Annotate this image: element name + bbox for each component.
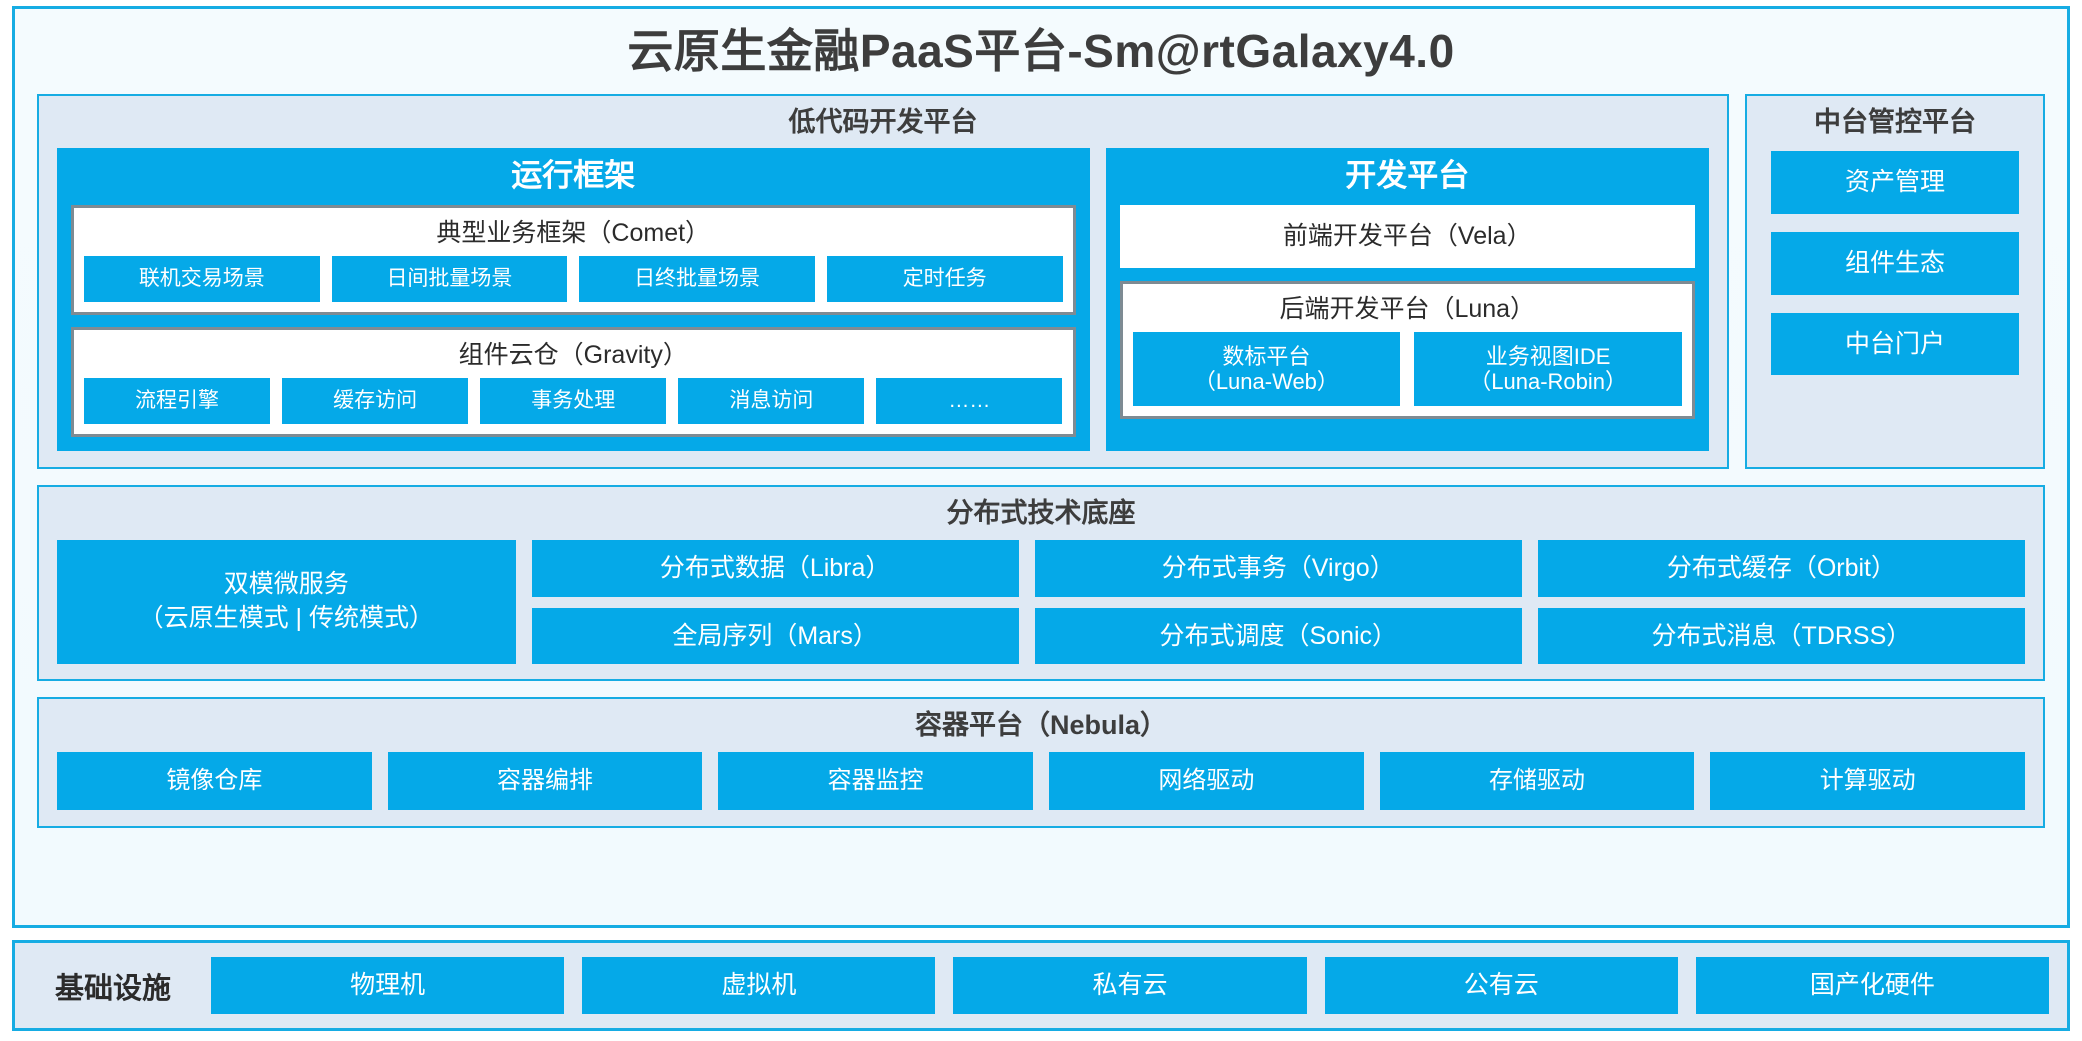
gravity-group: 组件云仓（Gravity） 流程引擎 缓存访问 事务处理 消息访问 ……: [71, 327, 1076, 438]
btn-component-ecosystem[interactable]: 组件生态: [1771, 231, 2019, 295]
luna-chip-row: 数标平台（Luna-Web） 业务视图IDE（Luna-Robin）: [1132, 331, 1682, 407]
runtime-framework-block: 运行框架 典型业务框架（Comet） 联机交易场景 日间批量场景 日终批量场景 …: [57, 148, 1090, 452]
luna-group-title: 后端开发平台（Luna）: [1279, 295, 1536, 324]
gravity-chip-row: 流程引擎 缓存访问 事务处理 消息访问 ……: [84, 377, 1063, 425]
chip-scheduled-task[interactable]: 定时任务: [826, 256, 1063, 303]
lowcode-panel: 低代码开发平台 运行框架 典型业务框架（Comet） 联机交易场景 日间批量场景…: [37, 93, 1729, 470]
comet-chip-row: 联机交易场景 日间批量场景 日终批量场景 定时任务: [84, 256, 1063, 303]
top-section-row: 低代码开发平台 运行框架 典型业务框架（Comet） 联机交易场景 日间批量场景…: [15, 93, 2067, 470]
comet-group-title: 典型业务框架（Comet）: [436, 219, 711, 248]
distributed-base-panel: 分布式技术底座 双模微服务（云原生模式 | 传统模式） 分布式数据（Libra）…: [37, 485, 2045, 682]
cell-global-sequence-mars[interactable]: 全局序列（Mars）: [531, 607, 1019, 665]
container-platform-row: 镜像仓库 容器编排 容器监控 网络驱动 存储驱动 计算驱动: [39, 751, 2043, 826]
distributed-column-2: 分布式事务（Virgo） 分布式调度（Sonic）: [1034, 539, 1522, 665]
lowcode-panel-title: 低代码开发平台: [788, 106, 978, 137]
cell-distributed-transaction-virgo[interactable]: 分布式事务（Virgo）: [1034, 539, 1522, 597]
btn-asset-management[interactable]: 资产管理: [1771, 151, 2019, 214]
runtime-framework-title: 运行框架: [511, 158, 636, 194]
container-platform-title: 容器平台（Nebula）: [914, 710, 1168, 741]
cell-distributed-cache-orbit[interactable]: 分布式缓存（Orbit）: [1537, 539, 2025, 597]
chip-cache-access[interactable]: 缓存访问: [282, 377, 469, 425]
btn-physical-machine[interactable]: 物理机: [211, 957, 565, 1014]
distributed-base-title: 分布式技术底座: [946, 498, 1136, 529]
chip-transaction-processing[interactable]: 事务处理: [480, 377, 667, 425]
btn-container-monitoring[interactable]: 容器监控: [718, 751, 1034, 810]
btn-virtual-machine[interactable]: 虚拟机: [582, 957, 936, 1014]
chip-message-access[interactable]: 消息访问: [678, 377, 865, 425]
container-platform-panel: 容器平台（Nebula） 镜像仓库 容器编排 容器监控 网络驱动 存储驱动 计算…: [37, 697, 2045, 828]
cell-distributed-scheduling-sonic[interactable]: 分布式调度（Sonic）: [1034, 607, 1522, 665]
page-title: 云原生金融PaaS平台-Sm@rtGalaxy4.0: [627, 25, 1455, 77]
cell-distributed-data-libra[interactable]: 分布式数据（Libra）: [531, 539, 1019, 597]
luna-group: 后端开发平台（Luna） 数标平台（Luna-Web） 业务视图IDE（Luna…: [1119, 281, 1695, 420]
btn-network-driver[interactable]: 网络驱动: [1049, 751, 1364, 810]
chip-luna-robin[interactable]: 业务视图IDE（Luna-Robin）: [1414, 331, 1682, 407]
btn-domestic-hardware[interactable]: 国产化硬件: [1695, 957, 2050, 1014]
infrastructure-bar: 基础设施 物理机 虚拟机 私有云 公有云 国产化硬件: [12, 940, 2070, 1031]
distributed-column-3: 分布式缓存（Orbit） 分布式消息（TDRSS）: [1537, 539, 2025, 665]
development-platform-title: 开发平台: [1345, 158, 1470, 194]
infrastructure-label: 基础设施: [55, 972, 172, 1005]
midplatform-panel-title: 中台管控平台: [1814, 106, 1976, 137]
btn-container-orchestration[interactable]: 容器编排: [387, 751, 703, 810]
gravity-group-title: 组件云仓（Gravity）: [458, 341, 688, 370]
chip-more-ellipsis[interactable]: ……: [876, 377, 1063, 425]
chip-process-engine[interactable]: 流程引擎: [84, 377, 271, 425]
btn-storage-driver[interactable]: 存储驱动: [1379, 751, 1695, 810]
btn-public-cloud[interactable]: 公有云: [1324, 957, 1678, 1014]
comet-group: 典型业务框架（Comet） 联机交易场景 日间批量场景 日终批量场景 定时任务: [71, 205, 1076, 316]
btn-compute-driver[interactable]: 计算驱动: [1710, 751, 2026, 810]
distributed-column-1: 分布式数据（Libra） 全局序列（Mars）: [531, 539, 1019, 665]
distributed-base-body: 双模微服务（云原生模式 | 传统模式） 分布式数据（Libra） 全局序列（Ma…: [39, 539, 2043, 680]
btn-image-repository[interactable]: 镜像仓库: [57, 751, 372, 810]
btn-midplatform-portal[interactable]: 中台门户: [1771, 312, 2019, 376]
chip-intraday-batch[interactable]: 日间批量场景: [331, 256, 568, 303]
chip-online-transaction[interactable]: 联机交易场景: [84, 256, 320, 303]
btn-private-cloud[interactable]: 私有云: [953, 957, 1307, 1014]
cell-dual-mode-microservice[interactable]: 双模微服务（云原生模式 | 传统模式）: [57, 539, 516, 665]
chip-luna-web[interactable]: 数标平台（Luna-Web）: [1132, 331, 1401, 407]
platform-card: 云原生金融PaaS平台-Sm@rtGalaxy4.0 低代码开发平台 运行框架 …: [12, 6, 2070, 928]
cell-distributed-message-tdrss[interactable]: 分布式消息（TDRSS）: [1537, 607, 2025, 665]
chip-eod-batch[interactable]: 日终批量场景: [579, 256, 815, 303]
midplatform-button-column: 资产管理 组件生态 中台门户: [1747, 148, 2043, 376]
lowcode-panel-body: 运行框架 典型业务框架（Comet） 联机交易场景 日间批量场景 日终批量场景 …: [39, 148, 1727, 467]
midplatform-panel: 中台管控平台 资产管理 组件生态 中台门户: [1745, 93, 2045, 470]
development-platform-block: 开发平台 前端开发平台（Vela） 后端开发平台（Luna） 数标平台（Luna…: [1105, 148, 1709, 452]
frontend-dev-platform-vela[interactable]: 前端开发平台（Vela）: [1119, 205, 1695, 269]
